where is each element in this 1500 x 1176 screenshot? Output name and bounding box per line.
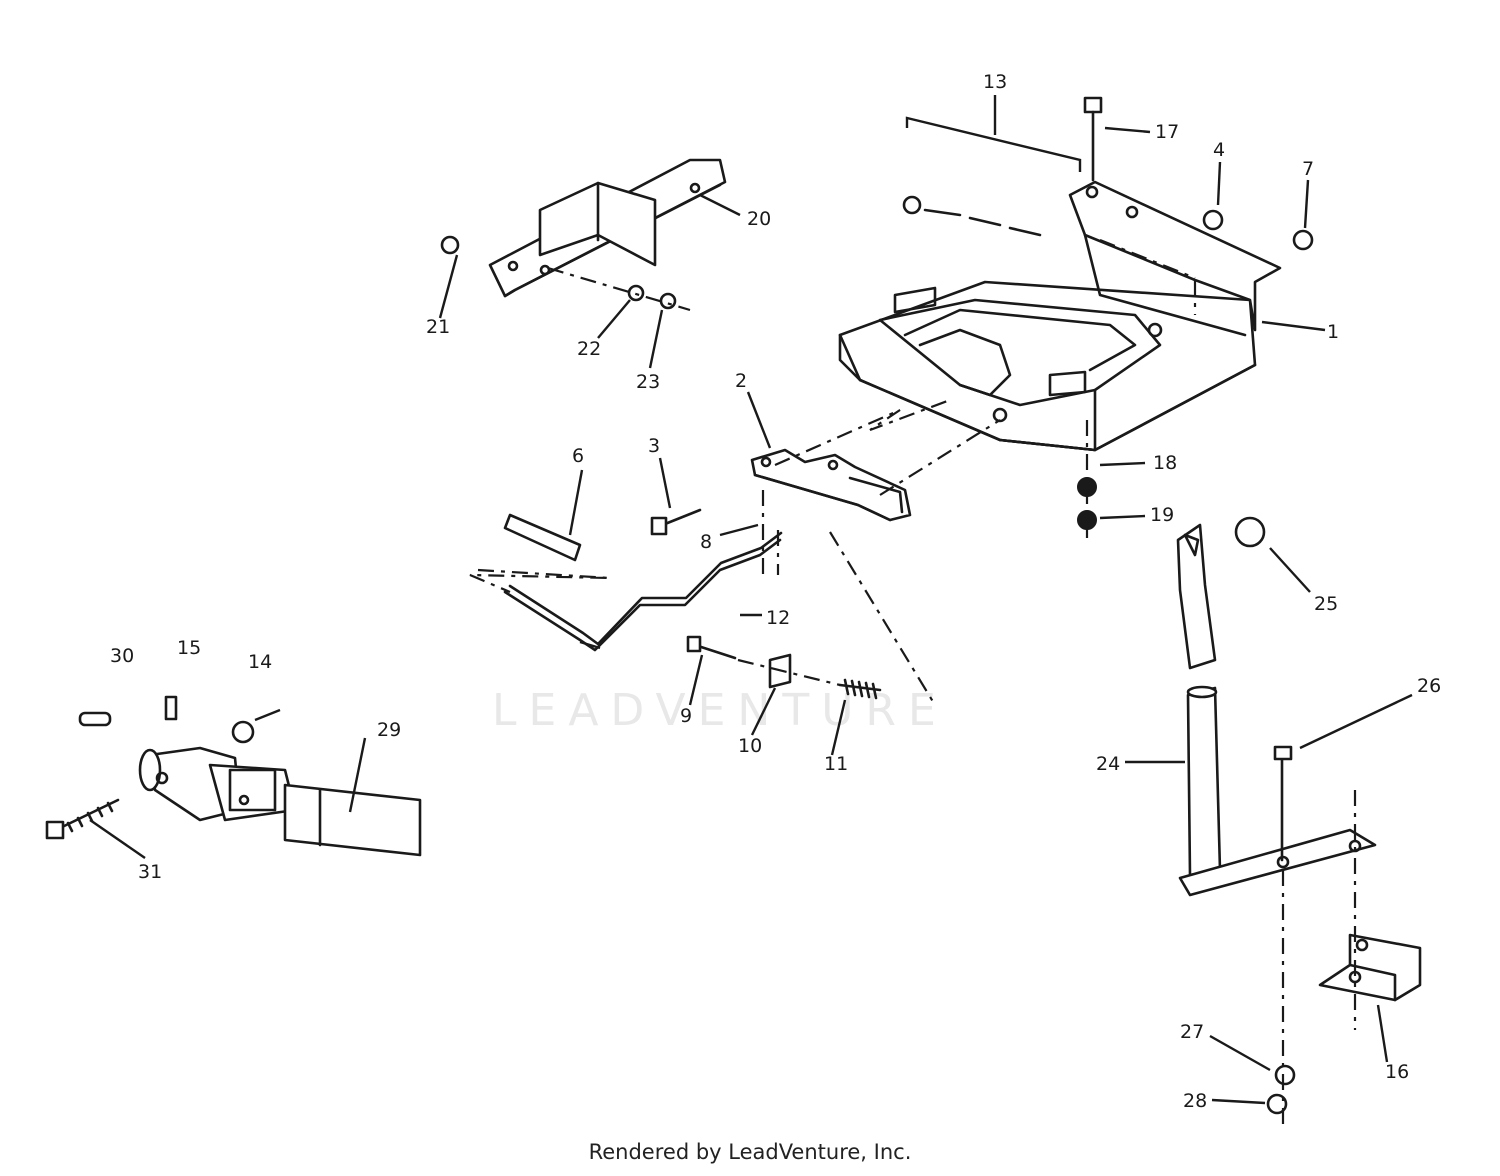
part-29-shaft-coupler (138, 746, 422, 857)
callout-13-bracket (905, 116, 1082, 172)
footer-credit: Rendered by LeadVenture, Inc. (588, 1140, 912, 1164)
part-24-pivot-post (1178, 685, 1377, 897)
callout-26: 26 (1417, 675, 1441, 697)
link-rod (503, 531, 783, 652)
callout-29: 29 (377, 719, 401, 741)
callout-18: 18 (1153, 452, 1177, 474)
callout-4: 4 (1213, 139, 1225, 161)
callout-7: 7 (1302, 158, 1314, 180)
callout-16: 16 (1385, 1061, 1409, 1083)
callout-labels: 1 2 3 4 6 7 8 9 10 11 12 13 14 15 16 17 … (110, 71, 1441, 1112)
callout-3: 3 (648, 435, 660, 457)
callout-13: 13 (983, 71, 1007, 93)
callout-25: 25 (1314, 593, 1338, 615)
callout-14: 14 (248, 651, 272, 673)
part-1-mounting-plate (838, 280, 1257, 452)
part-16-angle-bracket (1318, 933, 1422, 1002)
callout-10: 10 (738, 735, 762, 757)
leader-lines (89, 95, 1413, 1105)
part-31-bolt (45, 798, 120, 840)
alignment-lines (469, 238, 1357, 1125)
callout-22: 22 (577, 338, 601, 360)
callout-27: 27 (1180, 1021, 1204, 1043)
callout-17: 17 (1155, 121, 1179, 143)
callout-6: 6 (572, 445, 584, 467)
callout-20: 20 (747, 208, 771, 230)
part-6-pin (503, 513, 582, 562)
callout-30: 30 (110, 645, 134, 667)
watermark-text: LEADVENTURE (492, 685, 948, 736)
callout-8: 8 (700, 531, 712, 553)
callout-24: 24 (1096, 753, 1120, 775)
hardware-items (78, 96, 1314, 1115)
callout-2: 2 (735, 370, 747, 392)
part-1-upper-bracket (1068, 180, 1282, 337)
callout-1: 1 (1327, 321, 1339, 343)
part-2-slide-bracket (750, 448, 912, 522)
callout-31: 31 (138, 861, 162, 883)
callout-15: 15 (177, 637, 201, 659)
callout-11: 11 (824, 753, 848, 775)
callout-12: 12 (766, 607, 790, 629)
callout-21: 21 (426, 316, 450, 338)
callout-28: 28 (1183, 1090, 1207, 1112)
part-24-upper-tube (1176, 523, 1217, 670)
part-11-spring (838, 678, 882, 700)
callout-19: 19 (1150, 504, 1174, 526)
part-3-bolt (650, 508, 702, 536)
part-9-bolt (686, 635, 737, 660)
part-20-channel-bracket (488, 158, 727, 298)
callout-9: 9 (680, 705, 692, 727)
callout-23: 23 (636, 371, 660, 393)
